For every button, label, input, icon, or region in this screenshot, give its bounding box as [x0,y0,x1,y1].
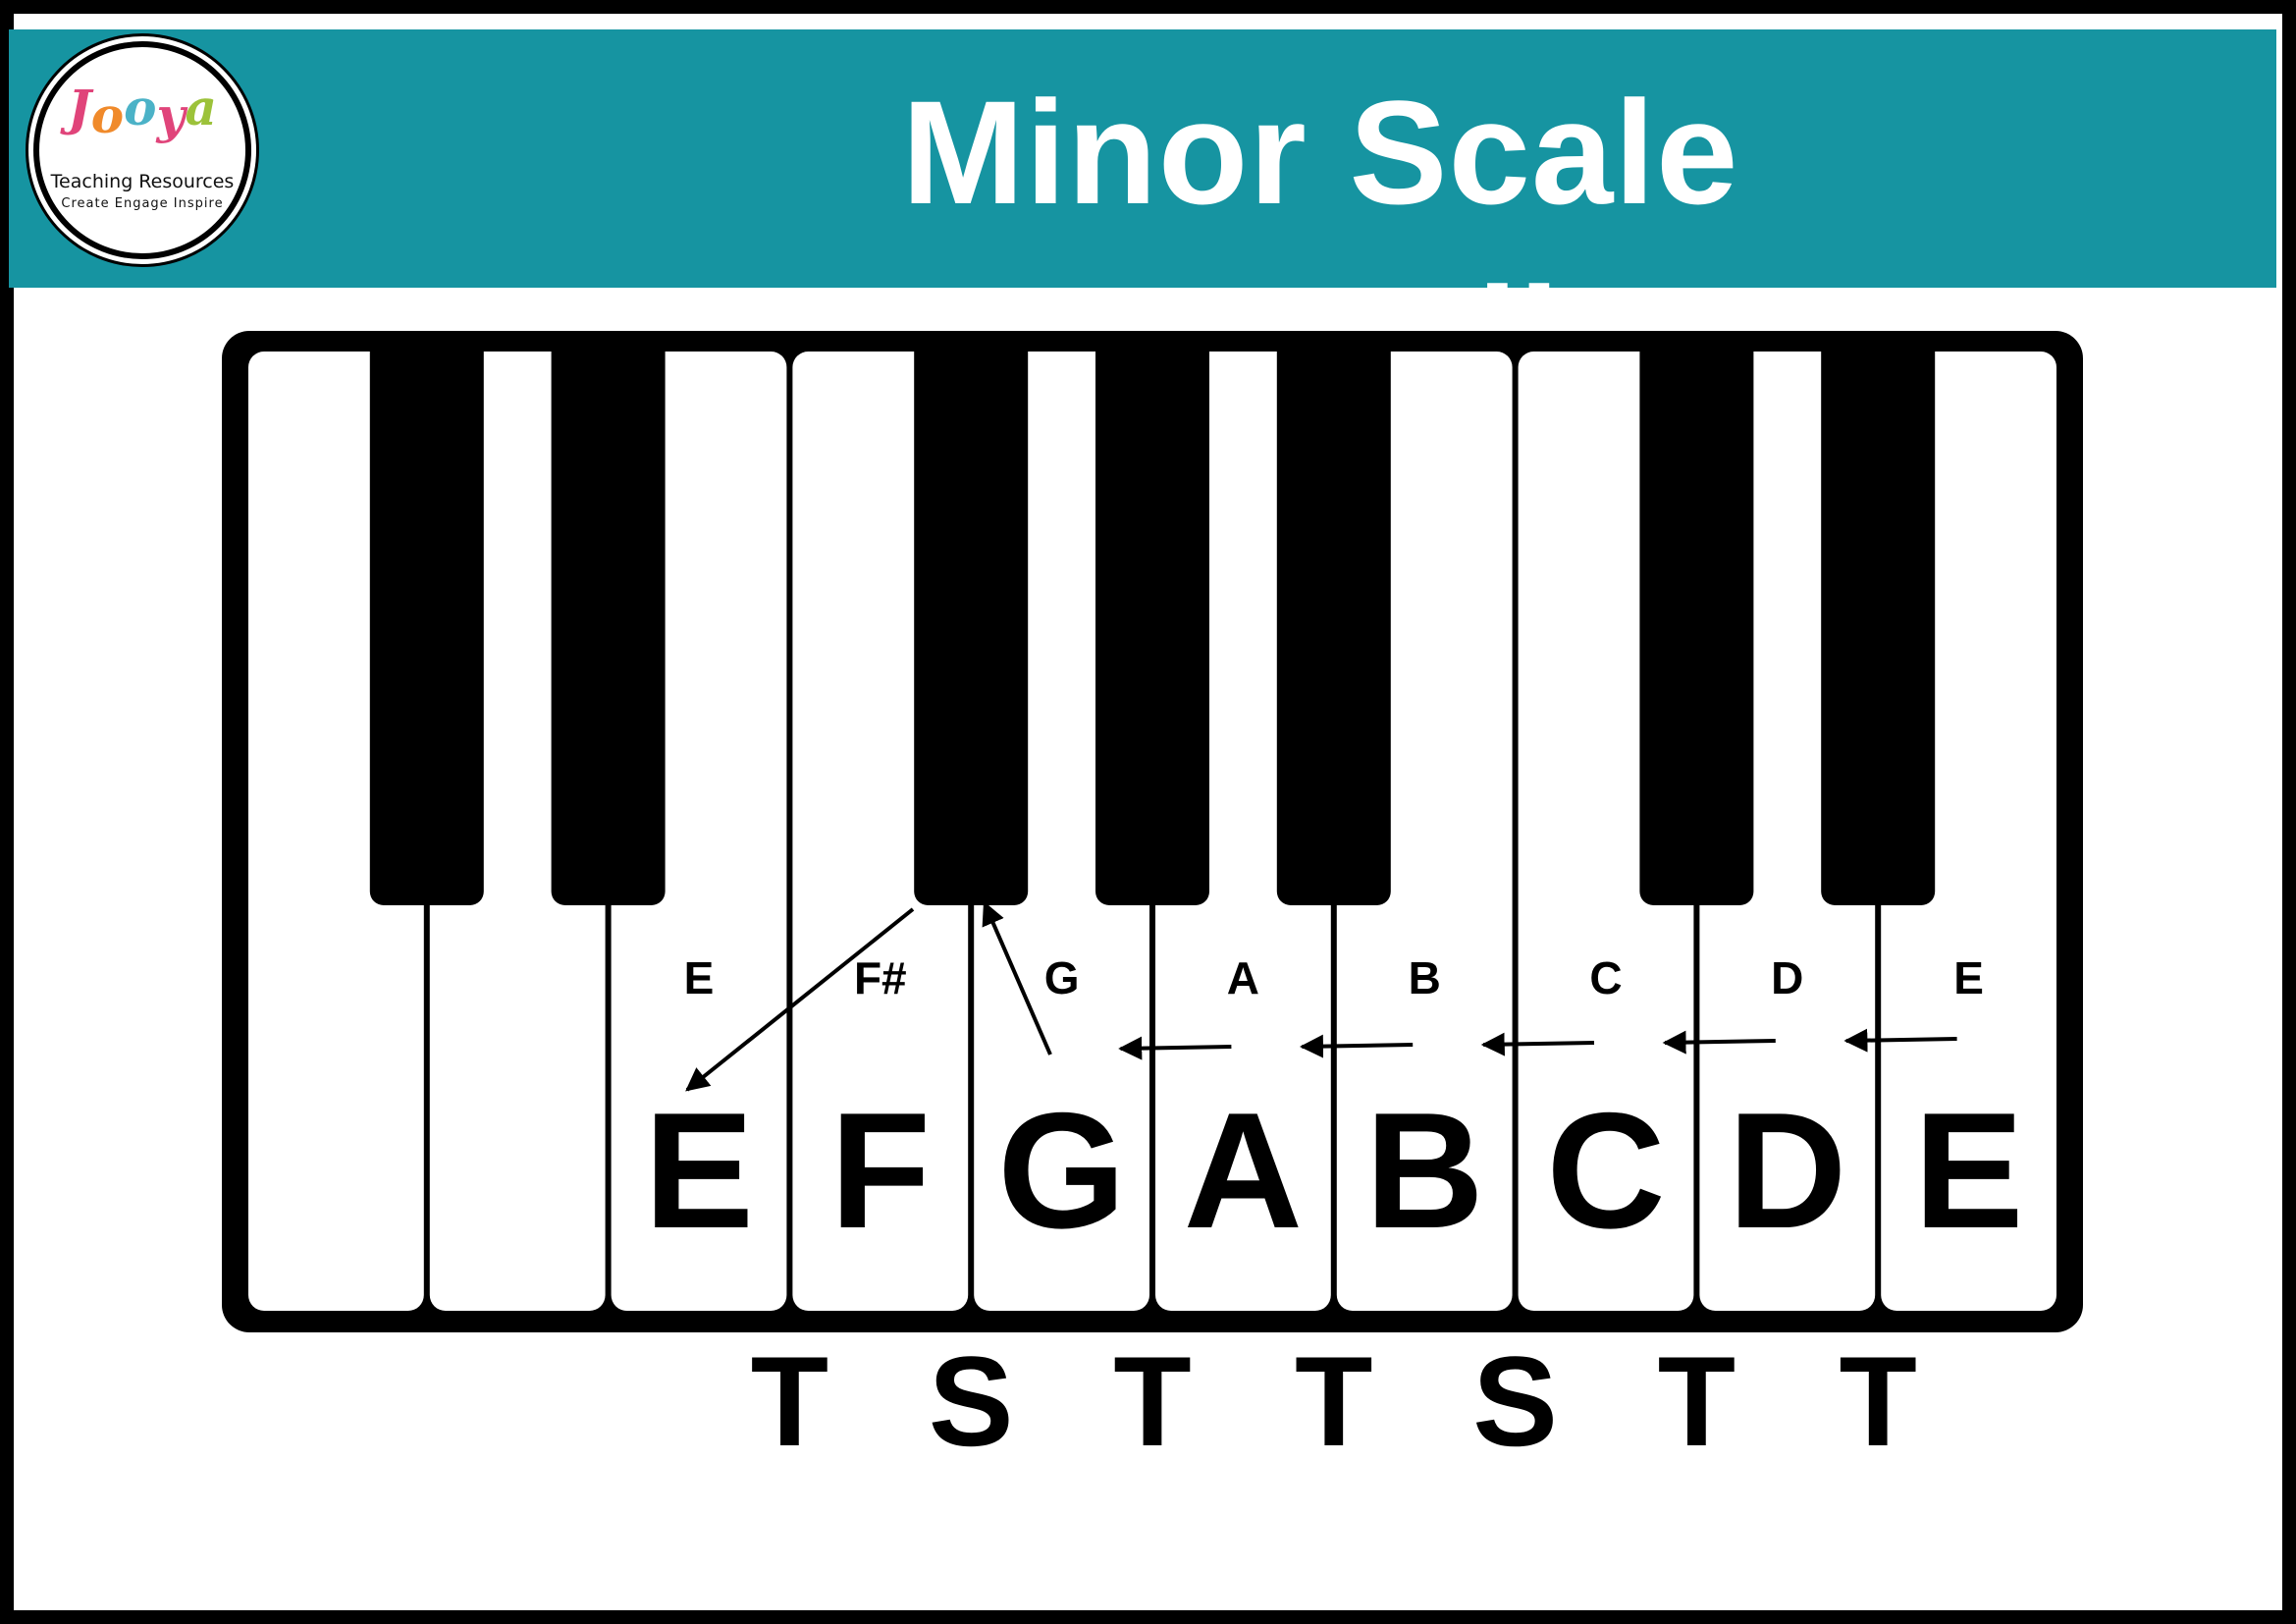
arrow [685,907,915,1092]
small-note-label: G [1044,952,1080,1003]
arrow [982,900,1052,1056]
logo-letter: J [68,79,91,136]
large-note-label: C [1546,1078,1665,1263]
small-note-label: C [1589,952,1622,1003]
large-note-label: E [644,1078,754,1263]
small-note-label: A [1227,952,1259,1003]
logo-tagline: Teaching Resources [50,171,235,192]
large-note-label: D [1728,1078,1846,1263]
piano-keys [222,331,2083,1332]
black-key [369,334,484,905]
small-note-label: D [1771,952,1803,1003]
large-note-label: B [1365,1078,1484,1263]
small-note-label: E [1953,952,1984,1003]
black-key [914,334,1029,905]
arrow [1118,1036,1232,1060]
large-note-label: A [1184,1078,1303,1263]
small-note-label: B [1409,952,1441,1003]
small-note-label: E [684,952,715,1003]
step-label: S [929,1329,1014,1473]
black-key [1821,334,1936,905]
step-label: T [751,1329,828,1473]
black-key [1276,334,1391,905]
logo-slogan: Create Engage Inspire [61,196,224,211]
arrow [1480,1032,1595,1056]
logo-letter: o [124,79,157,136]
arrow [1843,1028,1957,1053]
title-banner [9,29,2276,288]
black-key [1639,334,1754,905]
step-label: T [1295,1329,1372,1473]
small-note-label: F# [854,952,907,1003]
descending-arrows [685,900,1957,1092]
arrow [1300,1034,1414,1058]
jooya-logo: Jooya Teaching Resources Create Engage I… [33,41,251,259]
step-label: T [1113,1329,1191,1473]
logo-letter: y [156,86,186,144]
large-note-label: F [829,1078,931,1263]
logo-letter: a [185,79,217,136]
black-key [551,334,666,905]
logo-letter: o [90,86,125,144]
black-key [1095,334,1209,905]
step-label: T [1658,1329,1735,1473]
large-note-label: G [997,1078,1126,1263]
logo-wordmark: Jooya [39,79,245,143]
arrow [1662,1030,1776,1055]
step-label: S [1472,1329,1558,1473]
large-note-label: E [1914,1078,2024,1263]
step-label: T [1839,1329,1916,1473]
